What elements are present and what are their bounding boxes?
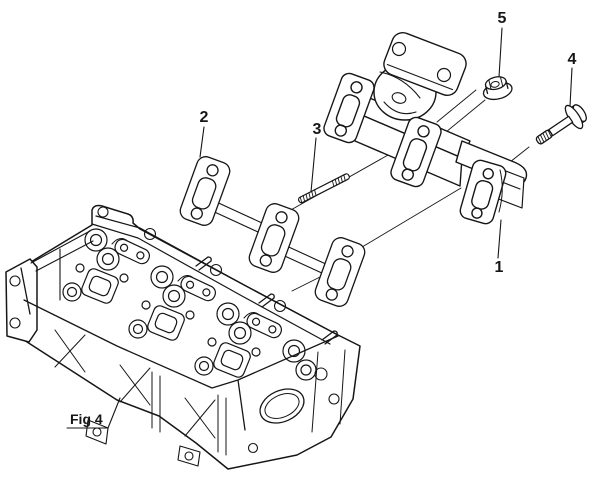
callout-5: 5 xyxy=(498,10,507,27)
flange-bolt-drawing xyxy=(535,104,587,145)
callout-3-leader xyxy=(310,137,317,193)
callout-2-leader xyxy=(199,126,205,158)
alignment-line-nut-b xyxy=(445,99,486,133)
cylinder-head-drawing xyxy=(5,204,361,470)
callout-4-leader xyxy=(569,67,573,107)
flange-nut-drawing xyxy=(482,76,513,101)
callout-2: 2 xyxy=(200,109,209,126)
callout-1-leader xyxy=(497,219,502,259)
callout-1: 1 xyxy=(495,259,504,276)
exhaust-gasket-drawing xyxy=(179,156,366,307)
alignment-line-nut-a xyxy=(436,89,477,123)
exhaust-manifold-drawing xyxy=(323,31,528,225)
callout-3: 3 xyxy=(313,121,322,138)
callout-5-leader xyxy=(498,27,503,78)
figure-label-leader xyxy=(66,397,121,429)
figure-label: Fig 4 xyxy=(70,411,103,427)
manifold-stud-drawing xyxy=(297,173,350,204)
callout-leaders xyxy=(66,27,573,429)
callout-4: 4 xyxy=(568,51,577,68)
alignment-line-end-flange xyxy=(346,187,462,257)
